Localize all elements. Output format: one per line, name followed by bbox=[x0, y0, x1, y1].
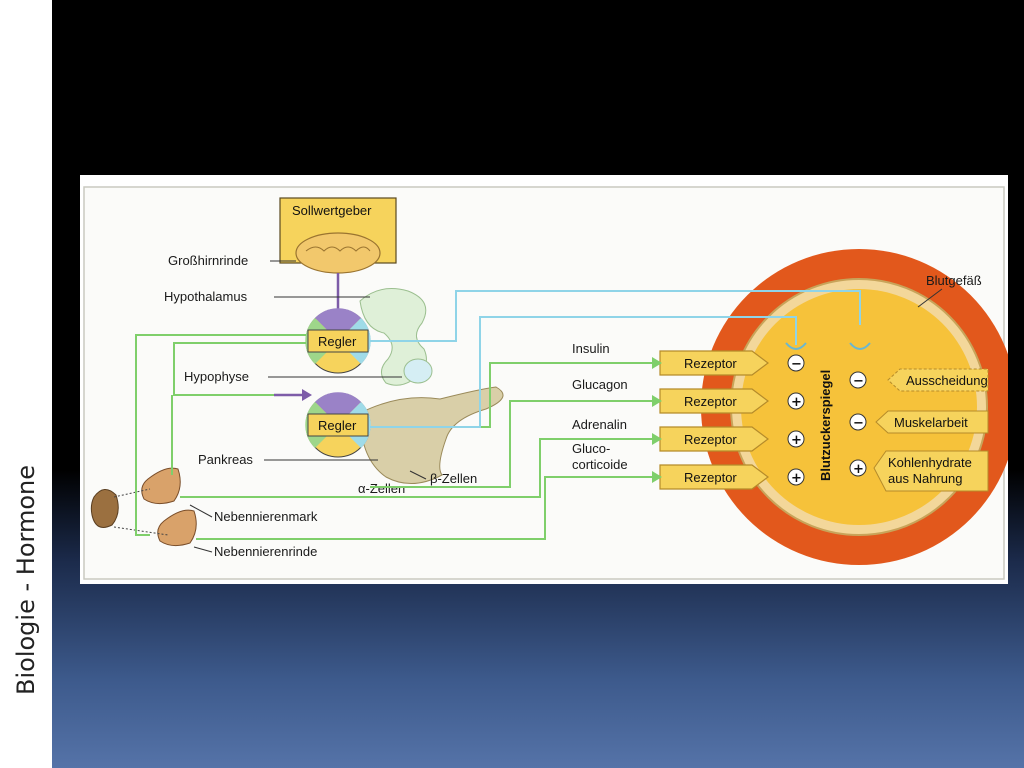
receptor-4: Rezeptor + bbox=[659, 464, 805, 490]
blutgefaess-label: Blutgefäß bbox=[926, 273, 982, 288]
factor-label: Kohlenhydrate bbox=[888, 455, 972, 470]
glucagon-label: Glucagon bbox=[572, 377, 628, 392]
regler-circle-2: Regler bbox=[305, 392, 371, 458]
brain-icon bbox=[295, 232, 381, 274]
nebenniere-upper-icon bbox=[141, 467, 181, 505]
receptor-1: Rezeptor − bbox=[659, 350, 805, 376]
factor-label-2: aus Nahrung bbox=[888, 471, 962, 486]
slide-title: Biologie - Hormone bbox=[12, 465, 40, 695]
nebenniere-lower-icon bbox=[157, 509, 197, 547]
receptor-sign: + bbox=[791, 471, 802, 486]
factor-sign: + bbox=[853, 462, 864, 477]
pancreas-shape bbox=[359, 386, 504, 484]
receptor-3: Rezeptor + bbox=[659, 426, 805, 452]
factor-label: Muskelarbeit bbox=[894, 415, 968, 430]
hypophyse-label: Hypophyse bbox=[184, 369, 249, 384]
alpha-zellen-label: α-Zellen bbox=[358, 481, 405, 496]
receptor-sign: + bbox=[791, 433, 802, 448]
factor-sign: − bbox=[853, 374, 864, 389]
slide-sidebar: Biologie - Hormone bbox=[0, 0, 52, 768]
nebennierenrinde-label: Nebennierenrinde bbox=[214, 544, 317, 559]
beta-zellen-label: β-Zellen bbox=[430, 471, 477, 486]
factor-sign: − bbox=[853, 416, 864, 431]
kidney-icon bbox=[90, 489, 119, 528]
hypothalamus-label: Hypothalamus bbox=[164, 289, 248, 304]
receptor-label: Rezeptor bbox=[684, 432, 737, 447]
regler-label: Regler bbox=[318, 334, 357, 349]
regulation-diagram: Blutgefäß Blutzuckerspiegel Rezeptor − R… bbox=[83, 186, 1008, 580]
nebennierenmark-label: Nebennierenmark bbox=[214, 509, 318, 524]
receptor-sign: + bbox=[791, 395, 802, 410]
grosshirnrinde-label: Großhirnrinde bbox=[168, 253, 248, 268]
factor-kohlenhydrate: + Kohlenhydrate aus Nahrung bbox=[849, 450, 989, 492]
receptor-label: Rezeptor bbox=[684, 394, 737, 409]
factor-label: Ausscheidung bbox=[906, 373, 988, 388]
factor-muskelarbeit: − Muskelarbeit bbox=[849, 410, 989, 434]
regler-circle-1: Regler bbox=[305, 308, 371, 374]
glucocorticoide-label-1: Gluco- bbox=[572, 441, 610, 456]
receptor-label: Rezeptor bbox=[684, 356, 737, 371]
pankreas-label: Pankreas bbox=[198, 452, 253, 467]
hormone-pathways bbox=[135, 334, 652, 540]
sollwertgeber-label: Sollwertgeber bbox=[292, 203, 372, 218]
receptor-sign: − bbox=[791, 357, 802, 372]
feedback-pathways bbox=[370, 290, 861, 428]
pathway-arrowheads bbox=[652, 357, 662, 483]
hypophyse-shape bbox=[403, 358, 433, 384]
regler-label: Regler bbox=[318, 418, 357, 433]
blutzuckerspiegel-label: Blutzuckerspiegel bbox=[818, 370, 833, 481]
blood-sugar-regulation-figure: Blutgefäß Blutzuckerspiegel Rezeptor − R… bbox=[80, 175, 1008, 584]
receptor-2: Rezeptor + bbox=[659, 388, 805, 414]
adrenalin-label: Adrenalin bbox=[572, 417, 627, 432]
receptor-label: Rezeptor bbox=[684, 470, 737, 485]
factor-ausscheidung: − Ausscheidung bbox=[849, 368, 989, 392]
insulin-label: Insulin bbox=[572, 341, 610, 356]
glucocorticoide-label-2: corticoide bbox=[572, 457, 628, 472]
